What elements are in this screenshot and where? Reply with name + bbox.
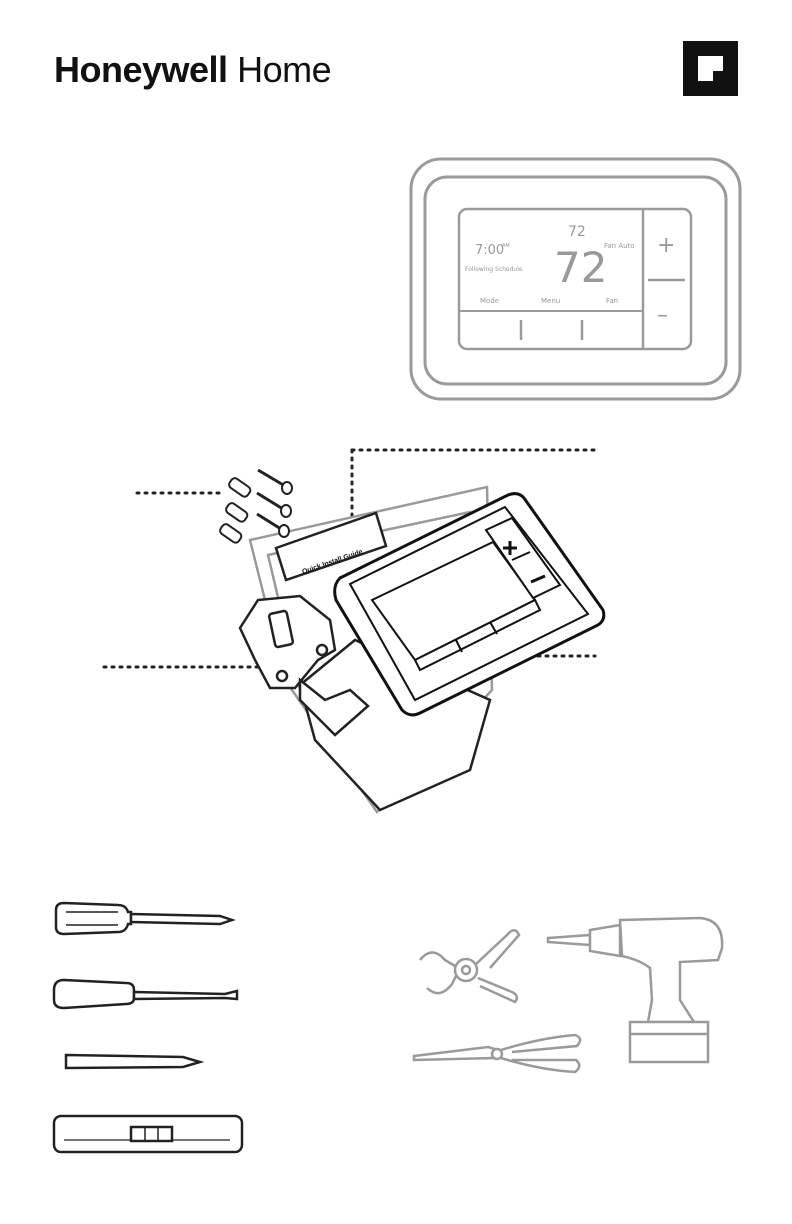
softkey-fan: Fan [606,297,618,305]
level-icon [54,1116,242,1152]
softkey-mode: Mode [480,297,499,305]
display-schedule-status: Following Schedule [465,266,523,273]
display-time: 7:00 [475,243,504,258]
display-set-temp: 72 [568,224,586,240]
needle-nose-pliers-icon [414,1035,580,1072]
phillips-screwdriver-icon [56,903,232,934]
display-fan-status: Fan Auto [604,242,635,250]
minus-button-label: – [657,303,668,328]
flathead-screwdriver-icon [54,980,237,1008]
pencil-icon [66,1055,200,1068]
screw-icon [257,470,292,537]
mounting-screws [219,470,292,544]
display-room-temp: 72 [554,243,607,292]
plus-button-label: + [657,233,675,258]
softkey-menu: Menu [541,297,560,305]
anchor-icon [219,477,252,545]
display-ampm: AM [502,243,510,249]
wire-stripper-icon [420,930,519,1002]
